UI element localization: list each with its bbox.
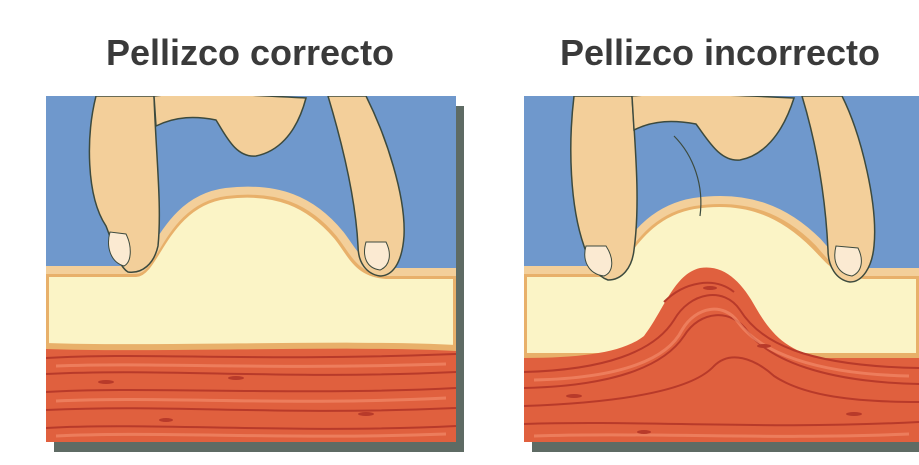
incorrect-pinch-svg bbox=[524, 96, 919, 452]
incorrect-pinch-illustration bbox=[524, 96, 919, 452]
title-correct-pinch: Pellizco correcto bbox=[48, 18, 452, 88]
correct-pinch-illustration bbox=[46, 96, 466, 452]
title-incorrect-pinch: Pellizco incorrecto bbox=[524, 18, 916, 88]
correct-pinch-svg bbox=[46, 96, 466, 452]
